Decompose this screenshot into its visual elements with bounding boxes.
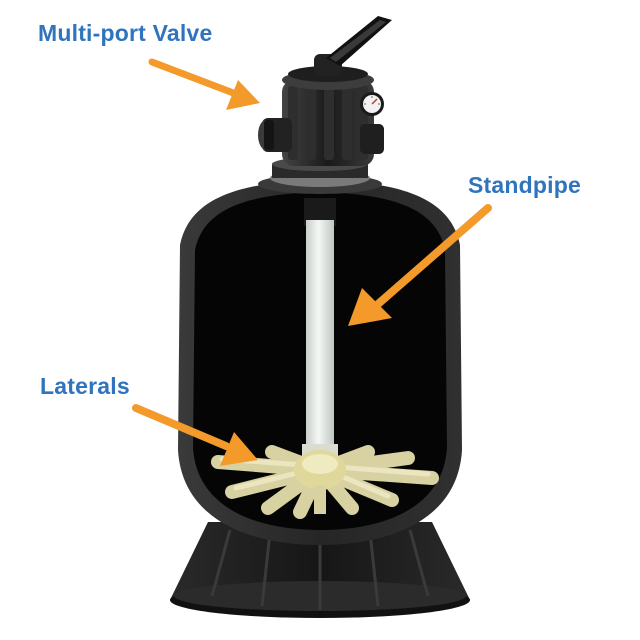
arrow-standpipe bbox=[348, 204, 492, 326]
arrow-multiport-valve bbox=[148, 58, 260, 110]
label-standpipe: Standpipe bbox=[468, 172, 581, 198]
filter-base bbox=[170, 522, 470, 618]
standpipe bbox=[302, 198, 338, 460]
arrow-laterals bbox=[132, 404, 258, 466]
label-laterals: Laterals bbox=[40, 373, 130, 399]
tank-neck bbox=[258, 157, 382, 194]
label-multiport-valve: Multi-port Valve bbox=[38, 20, 213, 46]
gauge-icon bbox=[360, 92, 384, 116]
multiport-valve bbox=[258, 16, 392, 166]
